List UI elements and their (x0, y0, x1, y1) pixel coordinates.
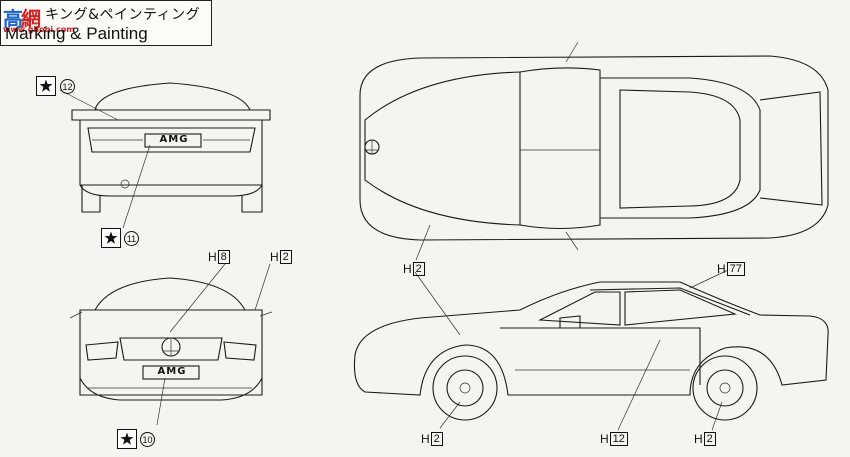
side-view-drawing (353, 269, 829, 431)
rear-amg-emblem: AMG (159, 134, 189, 145)
watermark-glyphs: 高網 (3, 7, 41, 31)
front-amg-plate: AMG (157, 366, 187, 377)
star-icon (39, 79, 53, 92)
title-japanese: キング&ペインティング (45, 7, 201, 23)
decal-star-rear-plate (101, 228, 121, 248)
decal-number-rear-plate: 11 (124, 231, 139, 246)
decal-number-rear: 12 (60, 79, 75, 94)
rear-view-drawing (59, 82, 271, 229)
front-view-drawing (69, 263, 273, 426)
watermark-logo: 高網 www.ghobi.com (3, 3, 75, 34)
decal-star-front-plate (117, 429, 137, 449)
title-box: 高網 www.ghobi.com キング&ペインティング Marking & P… (0, 0, 212, 46)
title-english: Marking & Painting (5, 24, 148, 43)
star-icon (104, 231, 118, 244)
star-icon (120, 432, 134, 445)
top-view-drawing (359, 41, 829, 261)
decal-star-rear (36, 76, 56, 96)
decal-number-front-plate: 10 (140, 432, 155, 447)
watermark-url: www.ghobi.com (3, 25, 75, 34)
